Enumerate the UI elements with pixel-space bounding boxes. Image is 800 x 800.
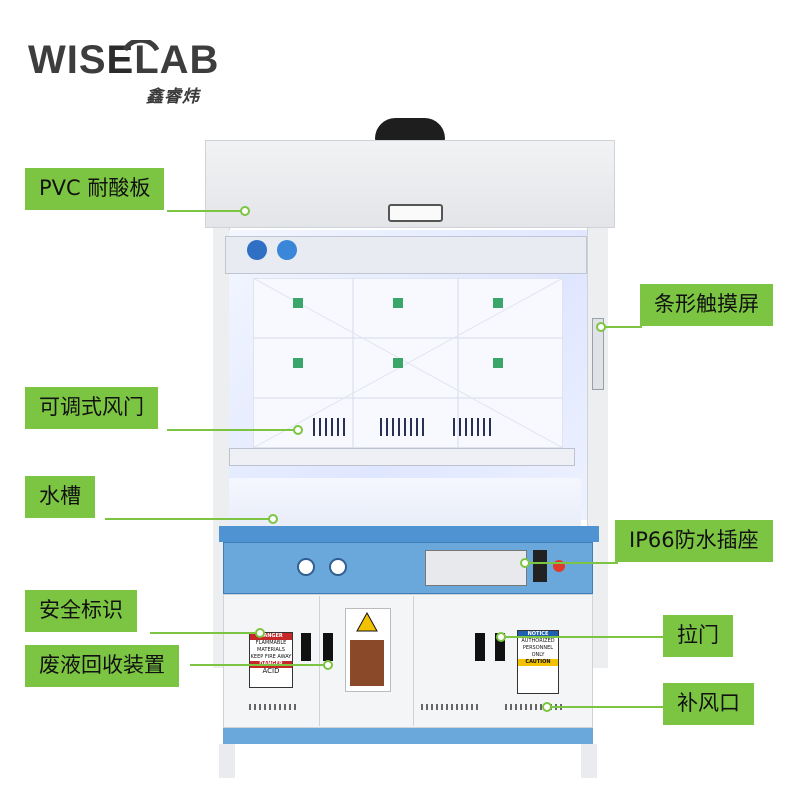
callout-safety-label: 安全标识 [25, 590, 137, 632]
air-inlet-center [421, 704, 481, 710]
switch-block [533, 550, 547, 582]
brand-part-3: LAB [134, 38, 220, 82]
dot-touch-screen [596, 322, 606, 332]
gloves-icon [277, 240, 297, 260]
air-inlet-left [249, 704, 299, 710]
dot-sink [268, 514, 278, 524]
danger-sign-body: FLAMMABLE MATERIALS KEEP FIRE AWAY [250, 640, 292, 660]
gas-valve-icon [297, 558, 315, 576]
door-handle-right-b [495, 633, 505, 661]
callout-adjustable-sash: 可调式风门 [25, 387, 158, 429]
leg-left [219, 744, 235, 778]
dot-pvc-panel [240, 206, 250, 216]
base-plinth [223, 728, 593, 744]
notice-sign-body: AUTHORIZED PERSONNEL ONLY [521, 638, 555, 658]
callout-ip66-socket: IP66防水插座 [615, 520, 773, 562]
acid-label: ACID [262, 667, 280, 675]
notice-sign-header: NOTICE [518, 631, 558, 638]
left-door [225, 596, 320, 726]
callout-waste-collector: 废液回收装置 [25, 645, 179, 687]
touch-screen-strip [592, 318, 604, 390]
door-handle-left [301, 633, 311, 661]
door-handle-right-a [475, 633, 485, 661]
dot-sliding-door [496, 632, 506, 642]
goggles-icon [247, 240, 267, 260]
leg-right [581, 744, 597, 778]
baffle-slots-right [453, 418, 495, 440]
brand-part-1: WIS [28, 38, 107, 82]
callout-air-inlet: 补风口 [663, 683, 754, 725]
caution-header: CAUTION [518, 659, 558, 666]
door-handle-center [323, 633, 333, 661]
exhaust-collar [375, 118, 445, 142]
back-panel-pattern [253, 278, 563, 448]
callout-pvc-panel: PVC 耐酸板 [25, 168, 165, 210]
water-valve-icon [329, 558, 347, 576]
leader-sink [105, 518, 270, 520]
leader-sliding-door [502, 636, 665, 638]
baffle-slots-center [380, 418, 428, 440]
dot-waste-collector [323, 660, 333, 670]
leader-adjustable-sash [167, 429, 295, 431]
service-panel [223, 542, 593, 594]
leader-air-inlet [548, 706, 665, 708]
dot-safety-label [255, 628, 265, 638]
lower-chamber [229, 478, 581, 528]
dot-air-inlet [542, 702, 552, 712]
air-inlet-right [505, 704, 565, 710]
logo-swoosh-icon [122, 40, 160, 52]
worktop [219, 526, 599, 542]
ip66-socket-block [425, 550, 527, 586]
danger-sign-header: DANGER [250, 633, 292, 640]
center-door [321, 596, 414, 726]
leader-waste-collector [190, 664, 325, 666]
leader-safety-label [150, 632, 257, 634]
brand-logo: WISELAB 鑫睿炜 [28, 38, 228, 108]
callout-sink: 水槽 [25, 476, 95, 518]
danger-sign: DANGER FLAMMABLE MATERIALS KEEP FIRE AWA… [249, 632, 293, 688]
leader-ip66-socket [526, 562, 618, 564]
callout-touch-screen: 条形触摸屏 [640, 284, 773, 326]
sash-bottom-rail [229, 448, 575, 466]
leader-touch-screen [602, 326, 642, 328]
waste-liquid [350, 640, 384, 686]
baffle-slots-left [313, 418, 349, 440]
dot-ip66-socket [520, 558, 530, 568]
dot-adjustable-sash [293, 425, 303, 435]
notice-sign: NOTICE AUTHORIZED PERSONNEL ONLY CAUTION [517, 630, 559, 694]
fume-hood: DANGER FLAMMABLE MATERIALS KEEP FIRE AWA… [205, 118, 615, 798]
callout-sliding-door: 拉门 [663, 615, 733, 657]
brand-chinese-name: 鑫睿炜 [146, 87, 200, 107]
hazard-triangle-icon [356, 612, 378, 632]
leader-pvc-panel [167, 210, 242, 212]
top-handle [388, 204, 443, 222]
